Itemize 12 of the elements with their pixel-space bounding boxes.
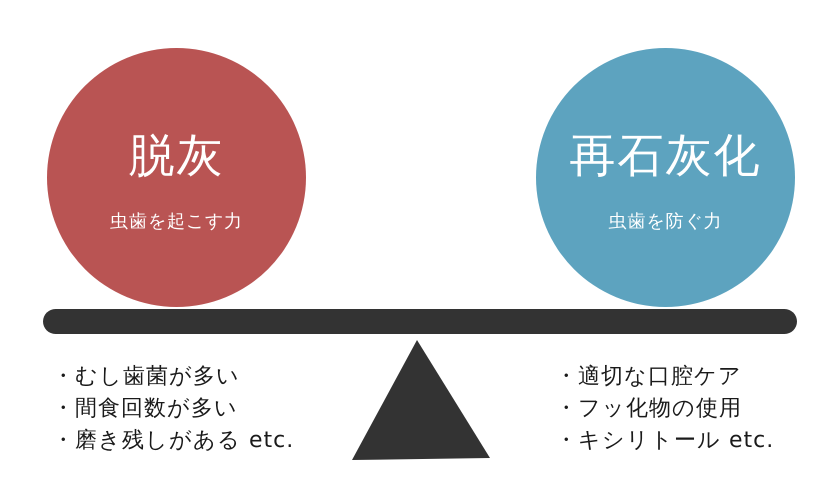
list-item: ・磨き残しがある etc. — [52, 428, 294, 454]
balance-beam — [43, 309, 797, 334]
circle-heading: 脱灰 — [128, 130, 224, 181]
fulcrum-triangle — [352, 340, 490, 460]
list-item: ・キシリトール etc. — [555, 428, 774, 454]
list-item: ・適切な口腔ケア — [555, 364, 742, 390]
circle-subtitle: 虫歯を起こす力 — [110, 211, 243, 233]
list-item: ・フッ化物の使用 — [555, 396, 742, 422]
circle-subtitle: 虫歯を防ぐ力 — [608, 211, 722, 233]
list-item: ・むし歯菌が多い — [52, 364, 240, 390]
circle-heading: 再石灰化 — [570, 130, 762, 181]
list-item: ・間食回数が多い — [52, 396, 238, 422]
